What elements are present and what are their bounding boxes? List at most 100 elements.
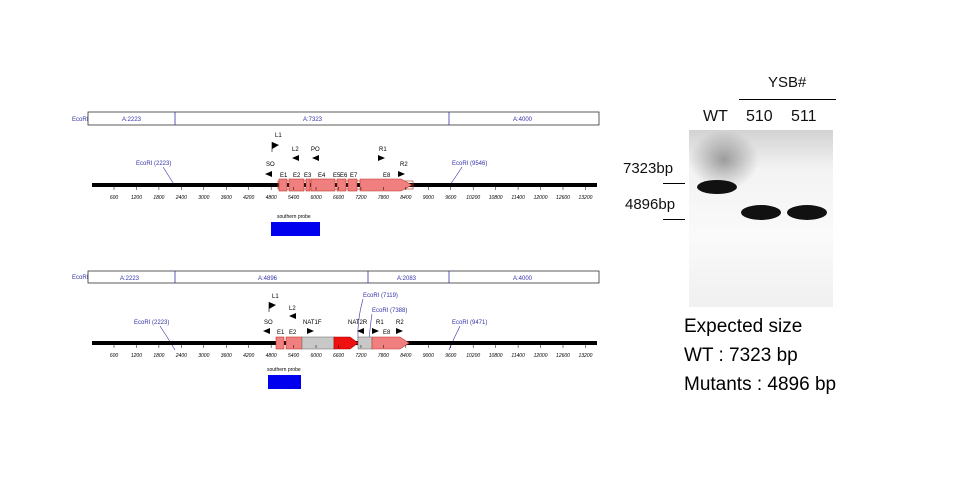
scale-tick-label: 600 (110, 195, 119, 201)
size-tick-4896 (663, 219, 685, 220)
scale-tick-label: 8400 (400, 353, 411, 359)
map1-exon-box (288, 178, 305, 192)
map1-exon-E3: E3 (304, 173, 312, 179)
blot-image (689, 130, 833, 307)
map2-primer-L2: L2 (289, 306, 296, 312)
map1-primer-R2: R2 (400, 162, 408, 168)
scale-tick-label: 10200 (466, 353, 480, 359)
wt-map: EcoRI A:2223 A:7323 A:4000 EcoRI (2223) … (72, 111, 600, 236)
map1-exon-E1: E1 (280, 173, 288, 179)
scale-tick-label: 12600 (556, 353, 570, 359)
scale-tick-label: 1800 (153, 195, 164, 201)
scale-tick-label: 10800 (489, 353, 503, 359)
map1-ecori-right: EcoRI (9546) (452, 161, 487, 167)
map1-exon-E4: E4 (318, 173, 326, 179)
map2-exon-E2: E2 (289, 330, 297, 336)
map2-ecori-right: EcoRI (9471) (452, 320, 487, 326)
map1-southern-probe (271, 222, 320, 236)
map2-segment-3: A:2083 (397, 276, 417, 282)
scale-tick-label: 5400 (288, 353, 299, 359)
map2-exon-E8: E8 (383, 330, 391, 336)
scale-tick-label: 7200 (355, 195, 366, 201)
map2-insert (301, 336, 335, 350)
scale-tick-label: 9000 (423, 353, 434, 359)
map2-exon-E1: E1 (277, 330, 285, 336)
scale-tick-label: 1200 (131, 195, 142, 201)
ysb-group-label: YSB# (768, 74, 807, 91)
scale-tick-label: 3600 (221, 353, 232, 359)
map2-primer-R1: R1 (376, 320, 384, 326)
map1-ecori-left: EcoRI (2223) (136, 161, 171, 167)
map2-primer-L1: L1 (272, 294, 279, 300)
size-tick-7323 (663, 183, 685, 184)
scale-tick-label: 3000 (198, 353, 209, 359)
size-marker-7323: 7323bp (623, 160, 674, 177)
scale-tick-label: 8400 (400, 195, 411, 201)
scale-tick-label: 4800 (266, 195, 277, 201)
map1-segment-bar (87, 111, 600, 126)
map2-segment-4: A:4000 (513, 276, 533, 282)
map1-segment-2: A:7323 (303, 117, 323, 123)
map2-primer-NAT1F: NAT1F (303, 320, 322, 326)
map1-exon-box (347, 178, 358, 192)
map1-primer-PO: PO (311, 147, 320, 153)
size-marker-4896: 4896bp (625, 196, 676, 213)
map1-exon-E2: E2 (293, 173, 301, 179)
map1-exon-arrow (359, 178, 413, 192)
scale-tick-label: 5400 (288, 195, 299, 201)
scale-tick-label: 3000 (198, 195, 209, 201)
map2-insert (357, 336, 373, 350)
map2-primer-SO: SO (264, 320, 273, 326)
scale-tick-label: 7200 (355, 353, 366, 359)
map1-exon-E5: E5 (333, 173, 341, 179)
map1-segment-1: A:2223 (122, 117, 142, 123)
map2-segment-bar (87, 270, 600, 284)
scale-tick-label: 6600 (333, 195, 344, 201)
scale-tick-label: 9000 (423, 195, 434, 201)
map2-ecori-left: EcoRI (2223) (134, 320, 169, 326)
map2-probe-label: southern probe (267, 367, 301, 373)
expected-size-wt: WT : 7323 bp (684, 345, 798, 366)
map2-ecori-mid-1: EcoRI (7119) (363, 293, 398, 299)
scale-tick-label: 4200 (243, 195, 254, 201)
map1-exon-E8: E8 (383, 173, 391, 179)
scale-tick-label: 12000 (534, 353, 548, 359)
map1-primer-R1: R1 (379, 147, 387, 153)
scale-tick-label: 600 (110, 353, 119, 359)
map2-exon-box (285, 336, 303, 350)
scale-tick-label: 7800 (378, 195, 389, 201)
map1-segment-3: A:4000 (513, 117, 533, 123)
scale-tick-label: 2400 (175, 353, 187, 359)
map1-primer-SO: SO (266, 162, 275, 168)
scale-tick-label: 2400 (175, 195, 187, 201)
scale-tick-label: 12600 (556, 195, 570, 201)
map1-ecori-top-label: EcoRI (72, 117, 89, 123)
scale-tick-label: 4200 (243, 353, 254, 359)
map1-exon-box (336, 178, 347, 192)
map2-southern-probe (268, 375, 301, 389)
expected-size-mutants: Mutants : 4896 bp (684, 374, 837, 395)
scale-tick-label: 11400 (511, 353, 525, 359)
scale-tick-label: 9600 (445, 353, 456, 359)
scale-tick-label: 12000 (534, 195, 548, 201)
map2-primer-NAT2R: NAT2R (348, 320, 368, 326)
map2-primer-R2: R2 (396, 320, 404, 326)
map2-nat-marker (333, 336, 359, 350)
lane-label-511: 511 (791, 108, 817, 125)
map1-probe-label: southern probe (277, 214, 311, 220)
map1-exon-E6: E6 (340, 173, 348, 179)
lane-label-wt: WT (703, 108, 728, 125)
scale-tick-label: 4800 (266, 353, 277, 359)
lane-label-510: 510 (746, 108, 773, 125)
mutant-map: EcoRI A:2223 A:4896 A:2083 A:4000 EcoRI … (72, 270, 600, 389)
ysb-group-line (739, 99, 836, 100)
scale-tick-label: 13200 (578, 195, 592, 201)
gene-maps: EcoRI A:2223 A:7323 A:4000 EcoRI (2223) … (72, 111, 600, 389)
map2-ecori-mid-2: EcoRI (7388) (372, 308, 407, 314)
map1-primer-L1: L1 (275, 133, 282, 139)
band-511 (787, 205, 827, 220)
scale-tick-label: 7800 (378, 353, 389, 359)
map1-exon-box (278, 178, 288, 192)
